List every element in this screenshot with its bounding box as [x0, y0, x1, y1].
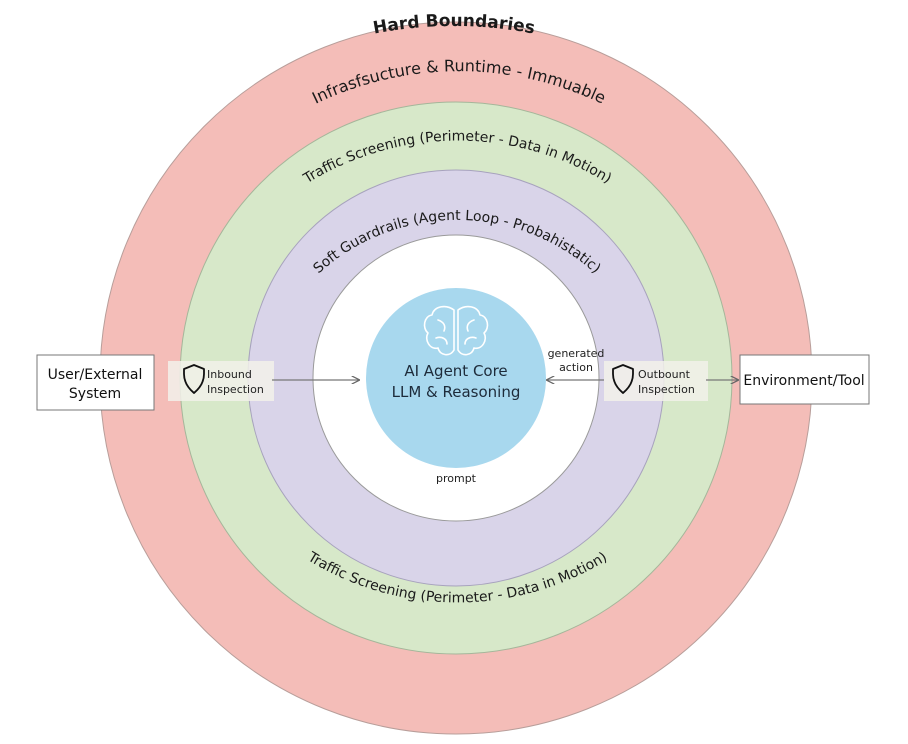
inbound-inspection: Inbound Inspection: [168, 361, 274, 401]
inbound-shield-icon: [183, 364, 205, 394]
prompt-label: prompt: [436, 472, 477, 485]
core-subtitle: LLM & Reasoning: [392, 383, 521, 401]
user-external-line2: System: [69, 386, 121, 402]
ai-agent-core: [366, 288, 546, 468]
user-external-line1: User/External: [48, 367, 143, 383]
outbound-line1: Outbount: [638, 368, 691, 381]
user-external-system-box: User/External System: [36, 354, 155, 411]
inbound-line1: Inbound: [207, 368, 252, 381]
core-title: AI Agent Core: [404, 362, 507, 380]
inbound-line2: Inspection: [207, 383, 264, 396]
outbound-line2: Inspection: [638, 383, 695, 396]
environment-tool-label: Environment/Tool: [743, 373, 864, 389]
outbound-inspection: Outbount Inspection: [604, 361, 708, 401]
brain-icon: [423, 305, 489, 356]
outbound-shield-icon: [612, 364, 634, 394]
generated-action-label-line1: generated: [548, 347, 605, 360]
generated-action-label-line2: action: [559, 361, 593, 374]
environment-tool-box: Environment/Tool: [739, 354, 870, 405]
